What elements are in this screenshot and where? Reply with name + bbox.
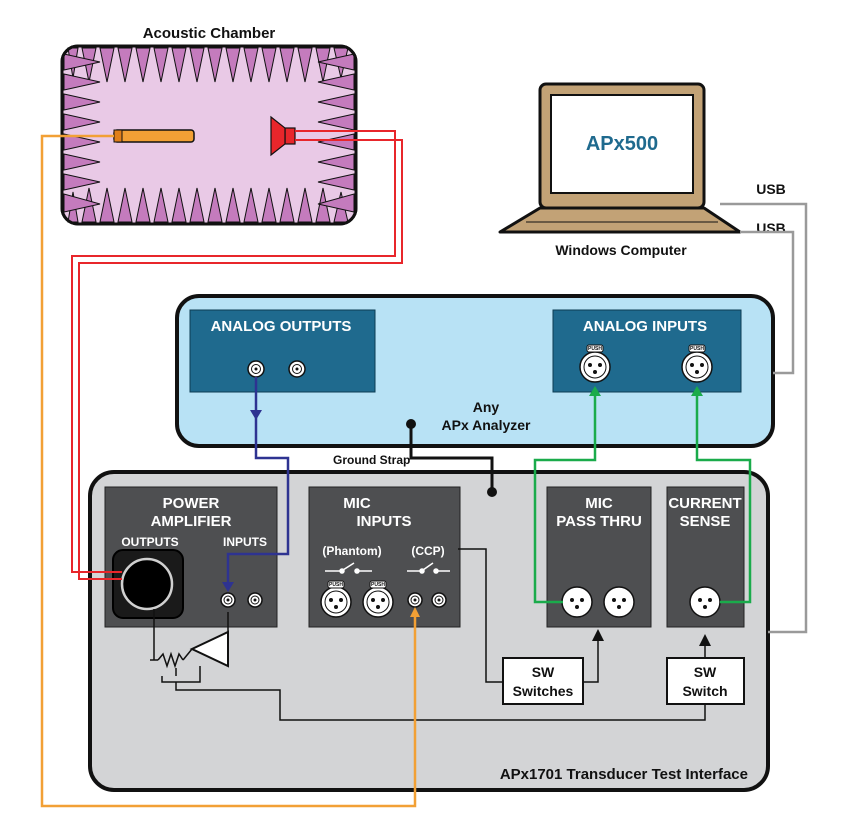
internal-wiring: [153, 548, 711, 721]
usb-wires-gray: [720, 202, 808, 634]
sw-switch-line1: SW: [694, 664, 717, 680]
current-sense-title-1: CURRENT: [668, 495, 741, 512]
speaker-output-jack: [120, 557, 174, 611]
speaker-wire-red: [71, 130, 403, 580]
analog-input-2-push: PUSH: [690, 346, 704, 352]
analog-input-xlr-1: [579, 344, 611, 383]
current-sense-xlr: [689, 586, 721, 618]
analyzer-caption-2: APx Analyzer: [442, 417, 532, 433]
pass-thru-xlr-2: [603, 586, 635, 618]
power-amp-outputs-label: OUTPUTS: [121, 535, 178, 549]
chamber-wedges-top: [67, 47, 349, 83]
power-amp-title-1: POWER: [163, 495, 220, 512]
mic-inputs-title-2: INPUTS: [356, 513, 411, 530]
ground-strap: [406, 419, 497, 497]
ccp-input-bnc-1: [407, 592, 423, 608]
usb-label-top: USB: [756, 181, 786, 197]
analog-output-bnc-1: [247, 360, 265, 378]
signal-wire-blue: [222, 377, 290, 592]
mic-input-xlr-1: [320, 580, 352, 618]
ccp-label: (CCP): [411, 544, 444, 558]
analog-outputs-title: ANALOG OUTPUTS: [211, 318, 352, 335]
mic-xlr-1-push: PUSH: [329, 582, 343, 588]
sw-switch-box: [666, 657, 745, 705]
computer-screen-text: APx500: [586, 133, 658, 155]
power-amp-inputs-label: INPUTS: [223, 535, 267, 549]
power-amplifier-panel: [104, 486, 278, 628]
current-sense-panel: [666, 486, 745, 628]
mic-pass-thru-panel: [546, 486, 652, 628]
analyzer-input-wires-green: [533, 386, 752, 604]
phantom-label: (Phantom): [322, 544, 381, 558]
apx-analyzer: [175, 294, 775, 448]
analog-input-xlr-2: [681, 344, 713, 383]
chamber-wedges-right: [317, 53, 355, 213]
analyzer-caption-1: Any: [473, 399, 500, 415]
ccp-switch-icon: [407, 562, 450, 574]
windows-computer: [498, 82, 742, 234]
sw-switches-line1: SW: [532, 664, 555, 680]
mic-input-xlr-2: [362, 580, 394, 618]
amplifier-triangle-icon: [189, 630, 229, 668]
ccp-input-bnc-2: [431, 592, 447, 608]
mic-inputs-title-1: MIC: [343, 495, 371, 512]
pass-thru-title-1: MIC: [585, 495, 613, 512]
analog-outputs-panel: [189, 309, 376, 393]
interface-title: APx1701 Transducer Test Interface: [500, 766, 748, 783]
sw-switches-line2: Switches: [513, 683, 574, 699]
sw-switch-line2: Switch: [682, 683, 727, 699]
microphone-icon: [113, 129, 195, 143]
pass-thru-title-2: PASS THRU: [556, 513, 642, 530]
mic-inputs-panel: [308, 486, 461, 628]
pass-thru-xlr-1: [561, 586, 593, 618]
mic-wire-orange: [40, 134, 420, 808]
analog-input-1-push: PUSH: [588, 346, 602, 352]
chamber-wedges-left: [63, 53, 101, 213]
usb-label-bottom: USB: [756, 220, 786, 236]
chamber-title: Acoustic Chamber: [143, 25, 276, 42]
mic-xlr-2-push: PUSH: [371, 582, 385, 588]
analog-output-bnc-2: [288, 360, 306, 378]
sw-switches-box: [502, 657, 584, 705]
loudspeaker-icon: [270, 115, 296, 157]
computer-caption: Windows Computer: [555, 242, 687, 258]
amp-input-bnc-1: [220, 592, 236, 608]
analog-inputs-title: ANALOG INPUTS: [583, 318, 707, 335]
phantom-switch-icon: [325, 562, 372, 574]
current-sense-title-2: SENSE: [680, 513, 731, 530]
acoustic-chamber: [60, 44, 358, 226]
amp-input-bnc-2: [247, 592, 263, 608]
power-amp-title-2: AMPLIFIER: [151, 513, 232, 530]
ground-strap-label: Ground Strap: [333, 453, 410, 467]
